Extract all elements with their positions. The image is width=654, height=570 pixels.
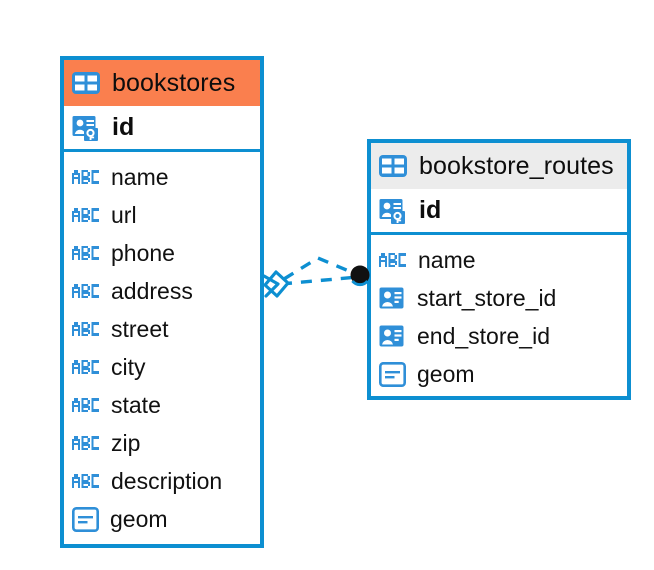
crows-foot-diamond-marker [262,270,290,298]
primary-key-label: id [112,113,135,141]
field-row[interactable]: description [72,462,252,500]
field-row[interactable]: address [72,272,252,310]
abc-text-icon [72,392,100,418]
geometry-icon [72,506,99,532]
field-row[interactable]: end_store_id [379,317,619,355]
entity-title: bookstores [112,68,236,97]
primary-key-row-bookstore-routes[interactable]: id [371,189,627,235]
field-row[interactable]: zip [72,424,252,462]
field-label: url [111,201,137,228]
primary-key-icon [72,114,100,142]
abc-text-icon [72,430,100,456]
field-row[interactable]: start_store_id [379,279,619,317]
table-icon [379,155,407,177]
entity-header-bookstores[interactable]: bookstores [64,60,260,106]
entity-table-bookstores[interactable]: bookstores id [60,56,264,548]
field-row[interactable]: url [72,196,252,234]
field-label: description [111,467,223,494]
geometry-icon [379,361,406,387]
table-icon [72,72,100,94]
abc-text-icon [72,354,100,380]
abc-text-icon [379,247,407,273]
field-label: name [111,163,169,190]
field-row[interactable]: phone [72,234,252,272]
field-label: phone [111,239,175,266]
field-label: end_store_id [417,322,550,349]
abc-text-icon [72,316,100,342]
field-row[interactable]: name [72,158,252,196]
field-label: start_store_id [417,284,557,311]
primary-key-row-bookstores[interactable]: id [64,106,260,152]
entity-header-bookstore-routes[interactable]: bookstore_routes [371,143,627,189]
field-label: geom [417,360,475,387]
foreign-key-icon [379,324,406,349]
abc-text-icon [72,240,100,266]
field-label: name [418,246,476,273]
entity-table-bookstore-routes[interactable]: bookstore_routes id [367,139,631,400]
field-label: state [111,391,161,418]
primary-key-label: id [419,196,442,224]
abc-text-icon [72,202,100,228]
relationship-line-lower [280,275,359,286]
field-row[interactable]: geom [72,500,252,538]
field-list-bookstores: name url [64,152,260,546]
field-label: city [111,353,146,380]
primary-key-icon [379,197,407,225]
relationship-line-upper [283,256,357,281]
field-label: address [111,277,193,304]
field-label: zip [111,429,141,456]
entity-title: bookstore_routes [419,151,614,180]
foreign-key-icon [379,286,406,311]
abc-text-icon [72,468,100,494]
field-row[interactable]: city [72,348,252,386]
field-row[interactable]: geom [379,355,619,393]
field-row[interactable]: state [72,386,252,424]
field-label: street [111,315,169,342]
field-label: geom [110,505,168,532]
field-row[interactable]: name [379,241,619,279]
abc-text-icon [72,278,100,304]
field-list-bookstore-routes: name start_store_id [371,235,627,401]
abc-text-icon [72,164,100,190]
field-row[interactable]: street [72,310,252,348]
